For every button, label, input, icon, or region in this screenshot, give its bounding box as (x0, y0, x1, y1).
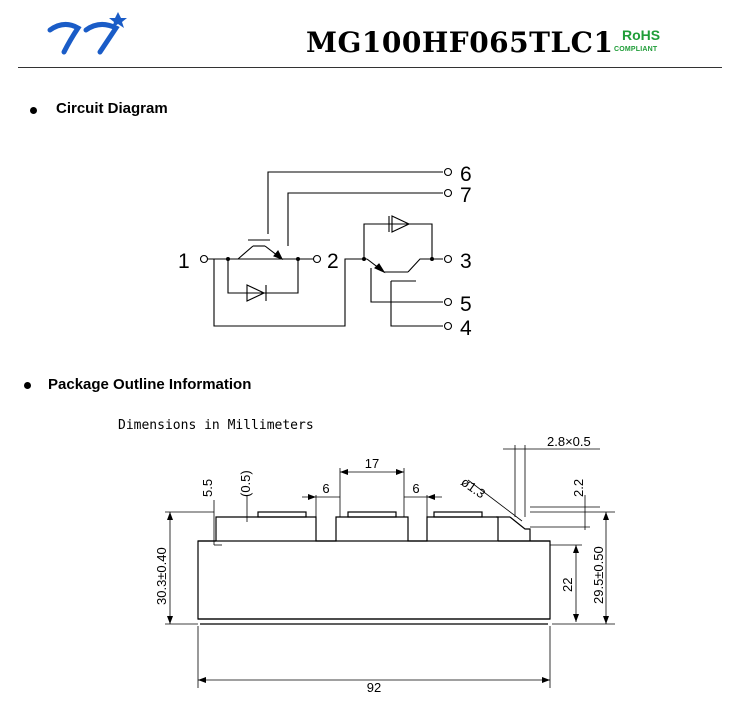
section-title-circuit: Circuit Diagram (56, 100, 168, 117)
dim-2-2: 2.2 (571, 479, 586, 497)
terminal-label-1: 1 (178, 250, 190, 273)
dim-hole-diameter: ø1.3 (458, 474, 488, 501)
dim-terminal-size: 2.8×0.5 (547, 434, 591, 449)
header-divider (18, 67, 722, 68)
dim-body-22: 22 (560, 578, 575, 592)
units-note: Dimensions in Millimeters (118, 418, 314, 433)
dim-5-5: 5.5 (200, 479, 215, 497)
section-title-package: Package Outline Information (48, 376, 252, 393)
dim-tab-6-right: 6 (412, 481, 419, 496)
dim-height-right: 29.5±0.50 (591, 546, 606, 604)
terminal-label-6: 6 (460, 163, 472, 186)
circuit-diagram: 1 2 6 7 3 5 4 (178, 163, 472, 340)
terminal-label-3: 3 (460, 250, 472, 273)
dim-height-left: 30.3±0.40 (154, 547, 169, 605)
terminal-label-7: 7 (460, 184, 472, 207)
dim-tab-6-left: 6 (322, 481, 329, 496)
bullet-icon (30, 107, 37, 114)
rohs-compliant-label: COMPLIANT (614, 46, 658, 53)
dim-0-5: (0.5) (238, 470, 253, 497)
company-logo (47, 12, 127, 55)
terminal-label-2: 2 (327, 250, 339, 273)
dim-pitch-17: 17 (365, 456, 379, 471)
rohs-badge: RoHS (622, 27, 661, 43)
dim-length-92: 92 (367, 680, 381, 695)
bullet-icon (24, 382, 31, 389)
terminal-label-5: 5 (460, 293, 472, 316)
terminal-label-4: 4 (460, 317, 472, 340)
part-number: MG100HF065TLC1 (306, 26, 614, 59)
